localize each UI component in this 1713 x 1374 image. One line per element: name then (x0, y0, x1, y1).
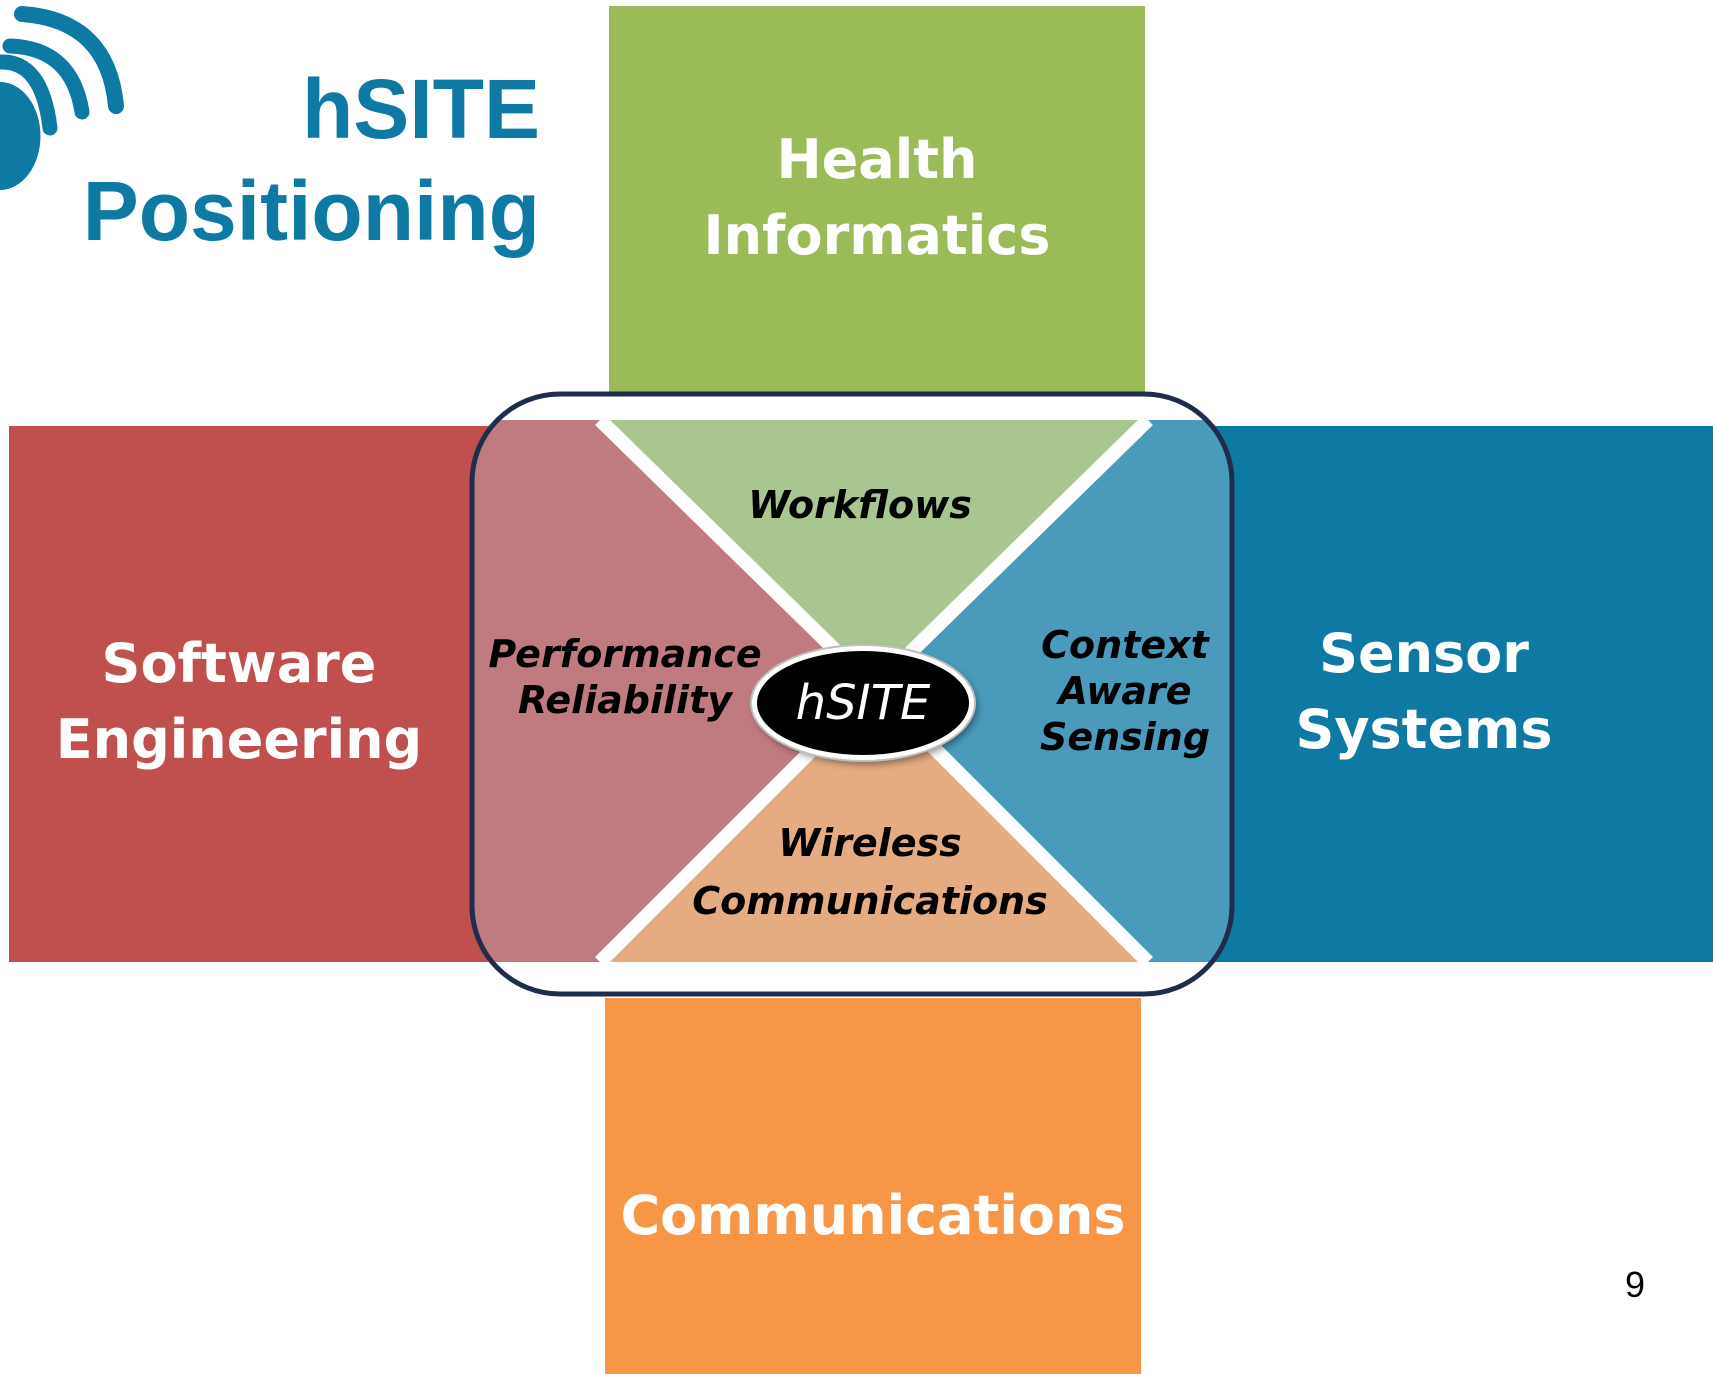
page-number: 9 (1624, 1264, 1645, 1305)
sensor-systems-label: Sensor Systems (1295, 621, 1553, 761)
sensor-systems-block: Sensor Systems (1195, 426, 1713, 962)
context-aware-sensing-label: Context Aware Sensing (1039, 623, 1211, 759)
page-title: hSITE Positioning (60, 58, 540, 262)
title-line-2: Positioning (82, 164, 540, 258)
context-aware-region (874, 420, 1232, 962)
health-informatics-block: Health Informatics (609, 6, 1145, 396)
workflows-label: Workflows (748, 483, 972, 527)
performance-reliability-label: Performance Reliability (488, 632, 762, 722)
health-informatics-label: Health Informatics (703, 128, 1051, 267)
workflows-region (600, 420, 1148, 688)
communications-block: Communications (605, 998, 1141, 1374)
software-engineering-block: Software Engineering (9, 426, 509, 962)
title-line-1: hSITE (301, 62, 540, 156)
software-engineering-label: Software Engineering (55, 632, 423, 771)
communications-label: Communications (620, 1184, 1126, 1247)
wireless-communications-label: Wireless Communications (692, 821, 1048, 923)
wireless-communications-region (600, 688, 1148, 962)
overlap-frame (469, 391, 1235, 997)
performance-region (472, 420, 874, 962)
hsite-center-label: hSITE (795, 675, 931, 731)
wireless-signal-icon (0, 6, 124, 190)
hsite-center-oval: hSITE (752, 646, 974, 760)
